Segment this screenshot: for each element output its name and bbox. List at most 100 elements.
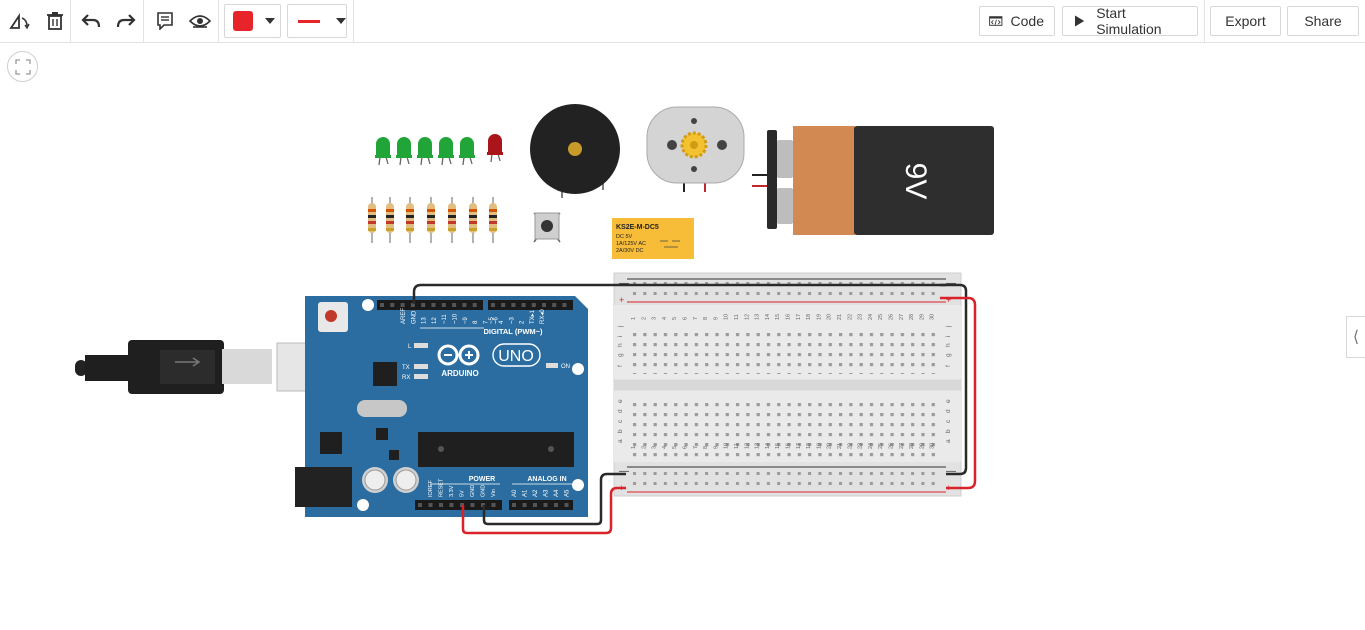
delete-button[interactable]: [40, 6, 70, 36]
redo-icon: [116, 14, 136, 28]
row-label: d: [945, 409, 952, 413]
column-label: 4: [662, 317, 668, 320]
led-green[interactable]: [417, 137, 433, 166]
resistor[interactable]: [368, 197, 376, 243]
column-label: 23: [858, 314, 864, 320]
wire-gnd-bottom: [482, 472, 626, 526]
rail-plus-top-left: +: [619, 295, 624, 305]
row-label: a: [617, 439, 624, 443]
rail-minus-top-left: —: [619, 278, 629, 289]
wire-style-dropdown[interactable]: [287, 4, 347, 38]
column-label: 6: [683, 317, 689, 320]
resistor[interactable]: [386, 197, 394, 243]
column-label: 17: [796, 314, 802, 320]
pin-label: A3: [544, 489, 550, 497]
arduino-uno[interactable]: L TX RX ON UNO ARDUINO DIGITAL (PWM~) PO…: [295, 296, 588, 517]
code-button[interactable]: Code: [979, 6, 1055, 36]
notes-button[interactable]: [150, 6, 180, 36]
pin-label: ~10: [453, 313, 459, 324]
led-l-label: L: [408, 344, 412, 350]
column-label: 9: [713, 446, 719, 449]
row-label: j: [945, 326, 952, 328]
fit-view-button[interactable]: [7, 51, 38, 82]
wire-style-swatch: [298, 19, 320, 23]
chevron-down-icon: [265, 18, 275, 24]
battery-9v[interactable]: 9V: [752, 126, 994, 235]
rotate-button[interactable]: [4, 6, 34, 36]
components-panel-toggle[interactable]: ⟨: [1346, 316, 1365, 358]
wire-vcc-rail-link: [940, 296, 977, 490]
start-simulation-button[interactable]: Start Simulation: [1062, 5, 1198, 37]
row-label: h: [617, 343, 624, 347]
column-label: 24: [868, 443, 874, 449]
eye-icon: [189, 15, 211, 28]
row-label: d: [617, 409, 624, 413]
column-label: 11: [734, 314, 740, 320]
rail-plus-bottom-right: +: [946, 483, 951, 493]
arduino-model: UNO: [498, 348, 534, 365]
pin-label: ~3: [509, 316, 515, 324]
pin-label: 2: [520, 320, 526, 324]
column-label: 12: [744, 314, 750, 320]
led-green[interactable]: [396, 137, 412, 166]
export-button[interactable]: Export: [1210, 6, 1281, 36]
column-label: 30: [930, 314, 936, 320]
column-label: 28: [909, 314, 915, 320]
rail-minus-bottom-left: —: [619, 466, 629, 477]
relay-line2: 1A/125V AC: [616, 241, 646, 247]
code-icon: [989, 16, 1003, 26]
arduino-logo: [437, 344, 480, 366]
led-red[interactable]: [487, 134, 503, 163]
piezo-buzzer[interactable]: [530, 104, 620, 198]
column-label: 24: [868, 314, 874, 320]
relay-line3: 2A/30V DC: [616, 248, 644, 254]
column-label: 8: [703, 446, 709, 449]
column-label: 5: [672, 317, 678, 320]
header-holes: [380, 303, 569, 507]
dc-motor[interactable]: [646, 106, 745, 192]
pin-label: A2: [533, 489, 539, 497]
visibility-button[interactable]: [185, 6, 215, 36]
column-label: 1: [631, 317, 637, 320]
code-label: Code: [1010, 13, 1044, 29]
led-green[interactable]: [438, 137, 454, 166]
resistor[interactable]: [469, 197, 477, 243]
share-button[interactable]: Share: [1287, 6, 1359, 36]
relay[interactable]: KS2E-M-DC5 DC 5V 1A/125V AC 2A/30V DC: [612, 218, 694, 259]
column-label: 21: [837, 443, 843, 449]
resistor[interactable]: [489, 197, 497, 243]
column-label: 17: [796, 443, 802, 449]
column-label: 7: [693, 446, 699, 449]
rail-plus-bottom-left: +: [619, 483, 624, 493]
row-label: f: [617, 365, 624, 367]
led-row: [375, 134, 503, 166]
pushbutton[interactable]: [533, 212, 561, 243]
led-tx-label: TX: [402, 365, 410, 371]
pin-label: IOREF: [428, 480, 434, 497]
pin-label: A4: [554, 489, 560, 497]
rail-minus-bottom-right: —: [946, 466, 956, 477]
fill-color-dropdown[interactable]: [224, 4, 281, 38]
expand-icon: [14, 58, 31, 75]
led-green[interactable]: [375, 137, 391, 166]
column-label: 10: [724, 443, 730, 449]
battery-label: 9V: [899, 163, 932, 200]
digital-label: DIGITAL (PWM~): [483, 327, 543, 336]
undo-button[interactable]: [76, 6, 106, 36]
column-label: 15: [775, 314, 781, 320]
redo-button[interactable]: [111, 6, 141, 36]
pin-label: 12: [432, 317, 438, 324]
wires: [412, 283, 977, 535]
pin-label: Vin: [491, 489, 497, 497]
play-icon: [1075, 15, 1085, 27]
column-label: 18: [806, 443, 812, 449]
resistor[interactable]: [406, 197, 414, 243]
column-label: 7: [693, 317, 699, 320]
column-label: 19: [816, 443, 822, 449]
column-label: 12: [744, 443, 750, 449]
resistor[interactable]: [448, 197, 456, 243]
led-green[interactable]: [459, 137, 475, 166]
pin-label: GND: [411, 310, 417, 324]
resistor[interactable]: [427, 197, 435, 243]
